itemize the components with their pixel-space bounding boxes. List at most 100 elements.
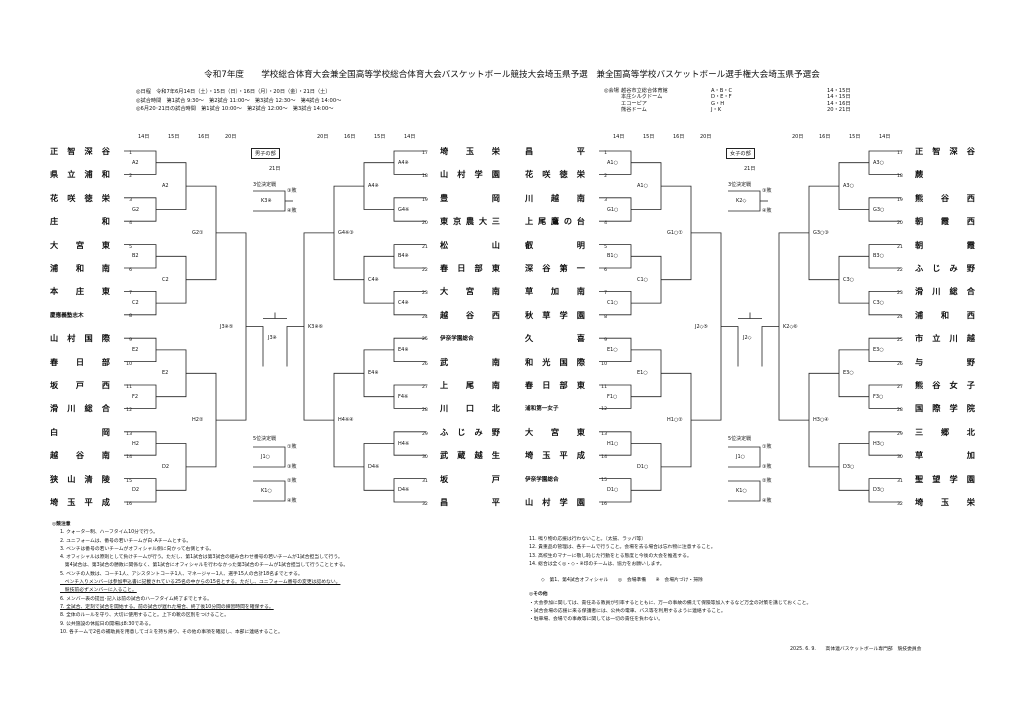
team-number: 24 [897,314,903,320]
team-number: 31 [897,478,903,484]
team-number: 3 [604,197,607,203]
bracket-line [761,326,779,367]
team-name: 市立川越 [915,333,975,344]
round-day-header: 14日 [613,134,625,140]
team-name: 花咲徳栄 [50,192,110,203]
team-name: 熊谷女子 [915,380,975,390]
bracket-line [156,349,187,398]
game-label: K2◇⑥ [783,323,798,330]
section-label: 女子の部 [726,148,755,159]
third-place-slot: ④敗 [762,208,772,214]
team-number: 6 [129,268,132,273]
third-place-slot: ④敗 [287,208,297,214]
round-day-header: 16日 [198,134,210,140]
round-day-header: 14日 [138,134,150,140]
team-entry: 21 朝霞 [897,239,975,251]
team-name: ふじみ野 [440,426,500,437]
team-name: 松山 [440,239,500,250]
fifth-place-slot: ④敗 [762,498,772,504]
round-day-header: 20日 [700,134,712,140]
team-name: 国際学院 [915,403,975,414]
team-number: 2 [604,174,607,180]
team-number: 19 [422,197,428,203]
time-line-late: ◎6月20･21日の試合時間 第1試合 10:00～ 第2試合 12:00～ 第… [136,106,334,113]
team-number: 25 [422,337,428,343]
team-name: 朝霞 [915,239,975,250]
other-item: ・駐車場、会場での事故等に関しては一切の責任を負わない。 [529,617,664,623]
team-name: 大宮南 [440,286,500,297]
team-number: 28 [897,408,903,414]
team-name: 大宮東 [50,239,110,250]
team-name: 春日部東 [440,263,500,273]
team-number: 21 [897,244,903,250]
game-label: A2 [162,183,169,190]
game-label: D2 [162,463,170,470]
fifth-place-game: K1○ [736,488,747,494]
game-label: E2 [132,346,139,353]
team-number: 14 [601,455,607,461]
note-item: 13. 高校生のマナーに敬し恥じた行動をとる態度と今後の大会を推進する。 [529,553,692,559]
note-item: 第4試合は、第3試合の勝敗に関係なく、第1試合にオフィシャルを行わなかった第3試… [60,563,349,569]
footer-credit: 2025. 6. 9. 高体連バスケットボール専門部 競技委員会 [790,647,922,652]
game-label: B4※ [398,253,409,260]
team-name: 大宮東 [525,426,585,437]
team-number: 7 [129,291,132,297]
note-item: 10. 各チームで2名の補助員を用意してゴミを持ち帰り、その他の事項を確認し、本… [60,629,283,635]
team-name: 越谷南 [50,450,110,461]
team-name: 豊岡 [440,192,500,203]
round-day-header: 20日 [317,134,329,140]
bracket-line [721,326,739,367]
team-name: 朝霞西 [915,216,975,227]
game-label: C2 [162,276,169,283]
team-number: 12 [126,408,132,414]
team-number: 8 [604,314,607,320]
team-name: 坂戸西 [50,380,110,390]
team-number: 27 [422,385,428,390]
team-number: 16 [126,502,132,507]
team-name: 昌平 [440,497,500,507]
team-number: 20 [422,221,428,227]
page-title: 令和7年度 学校総合体育大会兼全国高等学校総合体育大会バスケットボール競技大会埼… [204,70,820,80]
game-label: H3○ [873,440,885,447]
other-item: ・大会参加に関しては、責任ある教員が引率するとともに、万一の事故の備えて保険等加… [529,600,812,606]
note-item: 12. 貴重品の管理は、各チームで行うこと。会場を去る場合は忘れ物に注意すること… [529,545,716,551]
other-heading: ◎その他 [529,592,548,598]
team-number: 31 [422,478,428,484]
game-label: E1○ [637,370,648,377]
team-name: 熊谷西 [915,192,975,203]
team-name: 庄和 [50,216,110,227]
game-label: G3○③ [813,229,829,236]
note-item: 1. クォーター制、ハーフタイム10分で行う。 [60,530,158,536]
game-label: H2 [132,440,139,447]
fifth-place-game: J1○ [736,454,746,460]
game-label: C3○ [843,276,855,283]
team-number: 10 [126,361,132,367]
bracket-line [728,446,761,468]
team-number: 14 [126,455,132,461]
team-name: 狭山清陵 [50,473,110,484]
bracket-line [253,480,286,502]
team-number: 22 [897,268,903,273]
date-line: ◎日程 令和7年6月14日（土）・15日（日）・16日（月）・20日（金）・21… [136,89,331,95]
game-label: G1○① [667,229,683,236]
game-label: D4※ [368,463,380,470]
